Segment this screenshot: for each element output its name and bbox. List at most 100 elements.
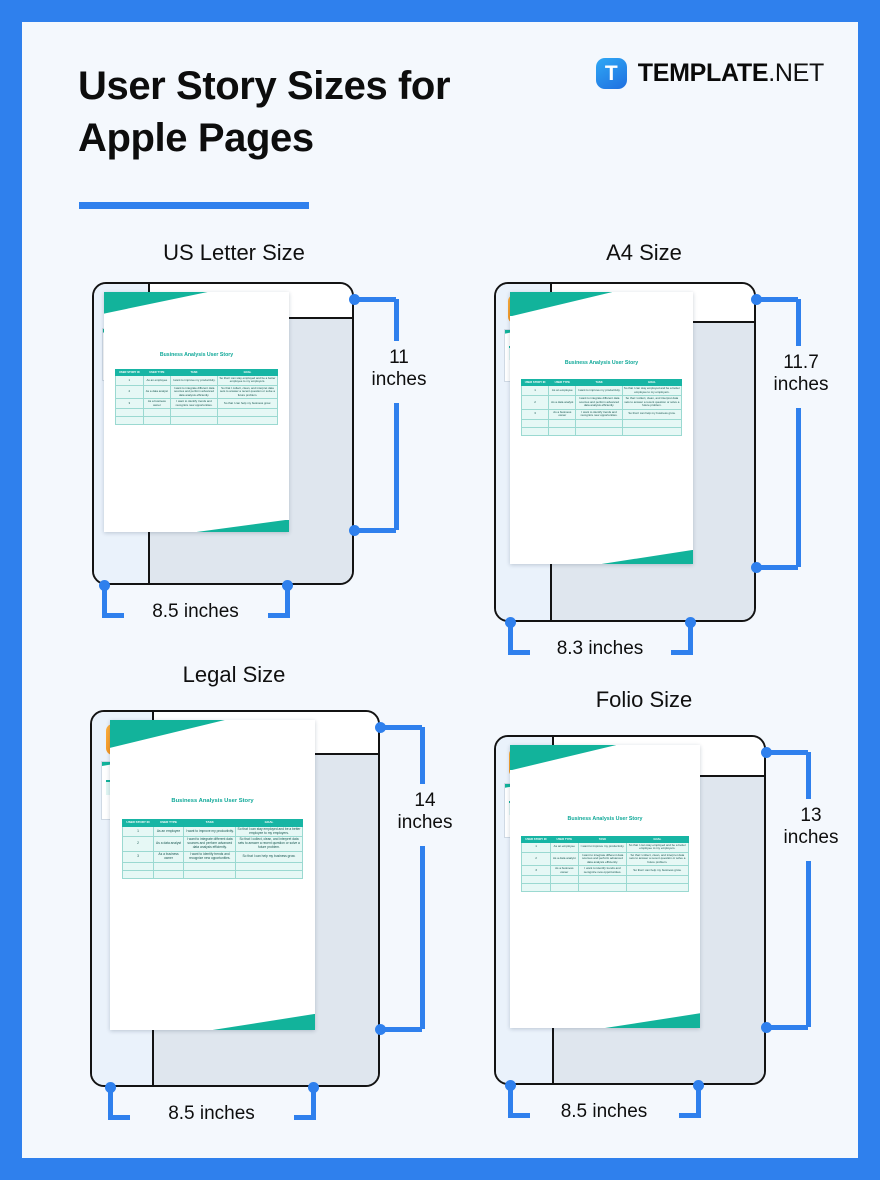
- table-row: [520, 418, 683, 428]
- table-cell: I want to integrate different data sourc…: [183, 836, 237, 853]
- table-cell: So that I can help my business grow.: [235, 851, 303, 863]
- table-cell: [621, 426, 683, 436]
- size-label-legal: Legal Size: [182, 662, 286, 687]
- table-cell: So that I collect, clean, and interpret …: [235, 836, 303, 853]
- document-heading: Business Analysis User Story: [567, 815, 643, 822]
- table-cell: As a business owner: [142, 398, 172, 410]
- dimension-line: [101, 612, 124, 618]
- table-row: [122, 861, 303, 871]
- dimension-line: [756, 296, 798, 302]
- document-heading: Business Analysis User Story: [159, 352, 234, 358]
- dimension-line: [687, 622, 693, 652]
- dimension-line: [766, 1024, 808, 1030]
- table-cell: As a data analyst: [548, 395, 577, 410]
- dimension-line: [393, 403, 399, 530]
- table-cell: 1: [115, 374, 144, 386]
- table-cell: I want to identify trends and recognize …: [575, 408, 623, 420]
- table-cell: [235, 861, 303, 871]
- table-row: [122, 869, 303, 879]
- size-label-us-letter: US Letter Size: [163, 240, 305, 265]
- table-cell: [122, 861, 154, 871]
- table-cell: As a data analyst: [152, 836, 185, 853]
- table-cell: [142, 408, 172, 418]
- dimension-line: [695, 1085, 701, 1115]
- dimension-endpoint-dot: [282, 580, 293, 591]
- page-title: User Story Sizes for Apple Pages: [78, 60, 598, 164]
- table-cell: [142, 416, 172, 426]
- height-value: 14: [414, 790, 436, 811]
- page-bottom-wedge-icon: [196, 519, 289, 532]
- table-cell: 2: [521, 851, 551, 867]
- table-cell: So that I collect, clean, and interpret …: [217, 384, 278, 400]
- table-header-cell: USER TYPE: [152, 819, 185, 827]
- table-header-cell: GOAL: [217, 368, 278, 376]
- table-cell: So that I can stay employed and be a bet…: [217, 374, 278, 386]
- table-cell: [626, 875, 689, 885]
- table-cell: I want to improve my productivity.: [577, 841, 628, 853]
- dimension-line: [284, 585, 290, 615]
- dimension-endpoint-dot: [761, 747, 772, 758]
- dimension-line: [507, 1085, 513, 1115]
- page-bottom-wedge-icon: [212, 1013, 315, 1030]
- height-value: 13: [800, 805, 822, 826]
- dimension-endpoint-dot: [375, 722, 386, 733]
- table-cell: [115, 416, 144, 426]
- title-underline-rule: [79, 202, 309, 209]
- table-cell: [549, 883, 579, 893]
- table-cell: [548, 418, 577, 428]
- table-cell: [152, 869, 185, 879]
- table-cell: [575, 426, 623, 436]
- table-cell: [170, 416, 218, 426]
- table-header-cell: GOAL: [235, 819, 303, 827]
- template-net-logo-icon: [595, 58, 627, 89]
- table-row: [115, 408, 278, 418]
- table-cell: 1: [521, 841, 551, 853]
- table-cell: I want to improve my productivity.: [183, 825, 237, 838]
- table-cell: [549, 875, 579, 885]
- dimension-line: [310, 1087, 316, 1117]
- dimension-endpoint-dot: [693, 1080, 704, 1091]
- table-cell: So that I can stay employed and be a bet…: [235, 825, 303, 838]
- height-unit: inches: [773, 374, 829, 396]
- table-cell: 3: [521, 865, 551, 877]
- dimension-endpoint-dot: [99, 580, 110, 591]
- page-corner-wedge-icon: [510, 292, 613, 317]
- table-cell: As an employee: [549, 841, 579, 853]
- dimension-endpoint-dot: [761, 1022, 772, 1033]
- table-cell: 1: [122, 825, 154, 838]
- table-cell: I want to integrate different data sourc…: [170, 384, 218, 400]
- table-cell: I want to identify trends and recognize …: [577, 865, 628, 877]
- width-dimension-label: 8.5 inches: [168, 1103, 255, 1124]
- dimension-line: [756, 564, 798, 570]
- page-corner-wedge-icon: [104, 292, 208, 314]
- page-title-line2: Apple Pages: [78, 116, 314, 160]
- dimension-endpoint-dot: [751, 294, 762, 305]
- table-cell: So that I can stay employed and be a bet…: [626, 841, 689, 853]
- table-cell: [152, 861, 185, 871]
- dimension-line: [267, 612, 290, 618]
- dimension-endpoint-dot: [751, 562, 762, 573]
- dimension-line: [293, 1114, 316, 1120]
- height-unit: inches: [397, 812, 453, 834]
- table-cell: [577, 875, 628, 885]
- dimension-line: [805, 861, 811, 1027]
- height-value: 11.7: [783, 352, 819, 373]
- table-row: [115, 416, 278, 426]
- table-cell: [520, 426, 550, 436]
- table-cell: So that I collect, clean, and interpret …: [626, 851, 689, 867]
- table-cell: 2: [122, 836, 154, 853]
- table-cell: 3: [520, 408, 550, 420]
